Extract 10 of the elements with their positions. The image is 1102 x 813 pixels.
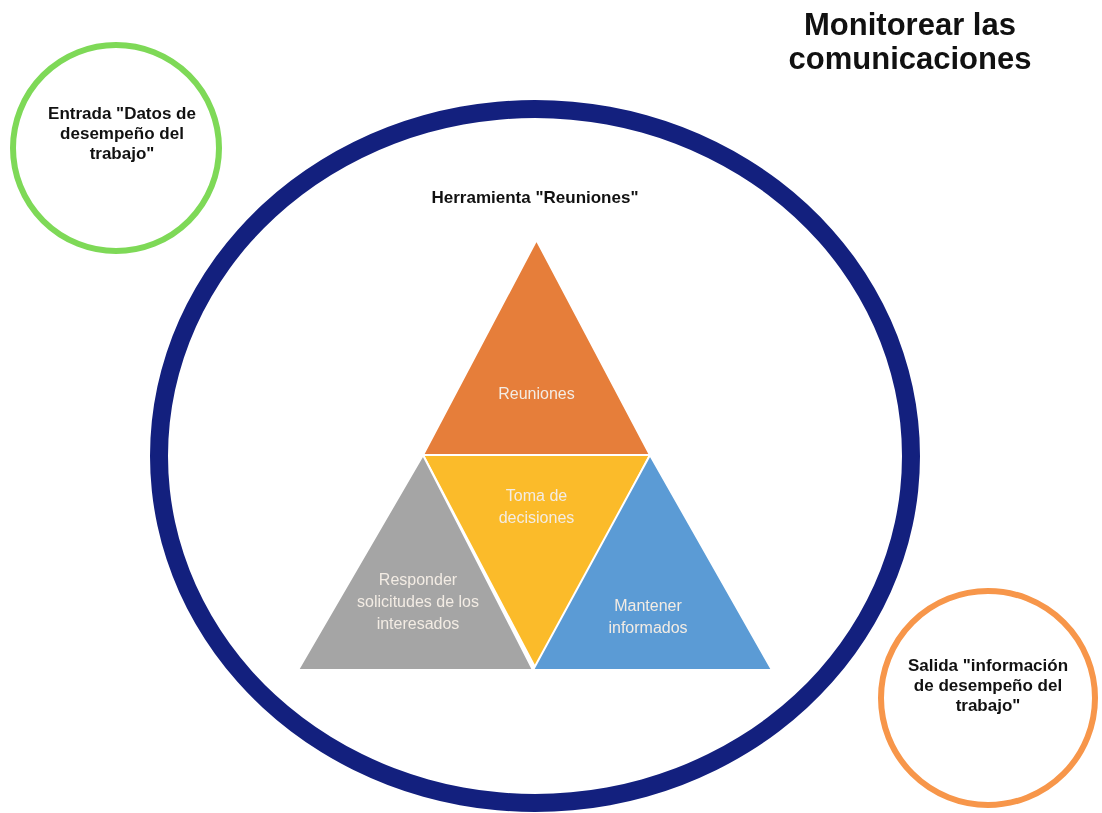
- segment-label: Responder solicitudes de los interesados: [356, 570, 480, 634]
- segment-label: Reuniones: [497, 384, 576, 404]
- segment-label: Mantener informados: [607, 596, 689, 638]
- output-circle: [878, 588, 1098, 808]
- segment-label: Toma de decisiones: [497, 486, 576, 528]
- title: Monitorear las comunicaciones: [787, 8, 1033, 76]
- input-text: Entrada "Datos de desempeño del trabajo": [47, 104, 197, 164]
- tool-heading: Herramienta "Reuniones": [430, 188, 640, 208]
- input-circle: [10, 42, 222, 254]
- output-text: Salida "información de desempeño del trabajo": [906, 656, 1070, 716]
